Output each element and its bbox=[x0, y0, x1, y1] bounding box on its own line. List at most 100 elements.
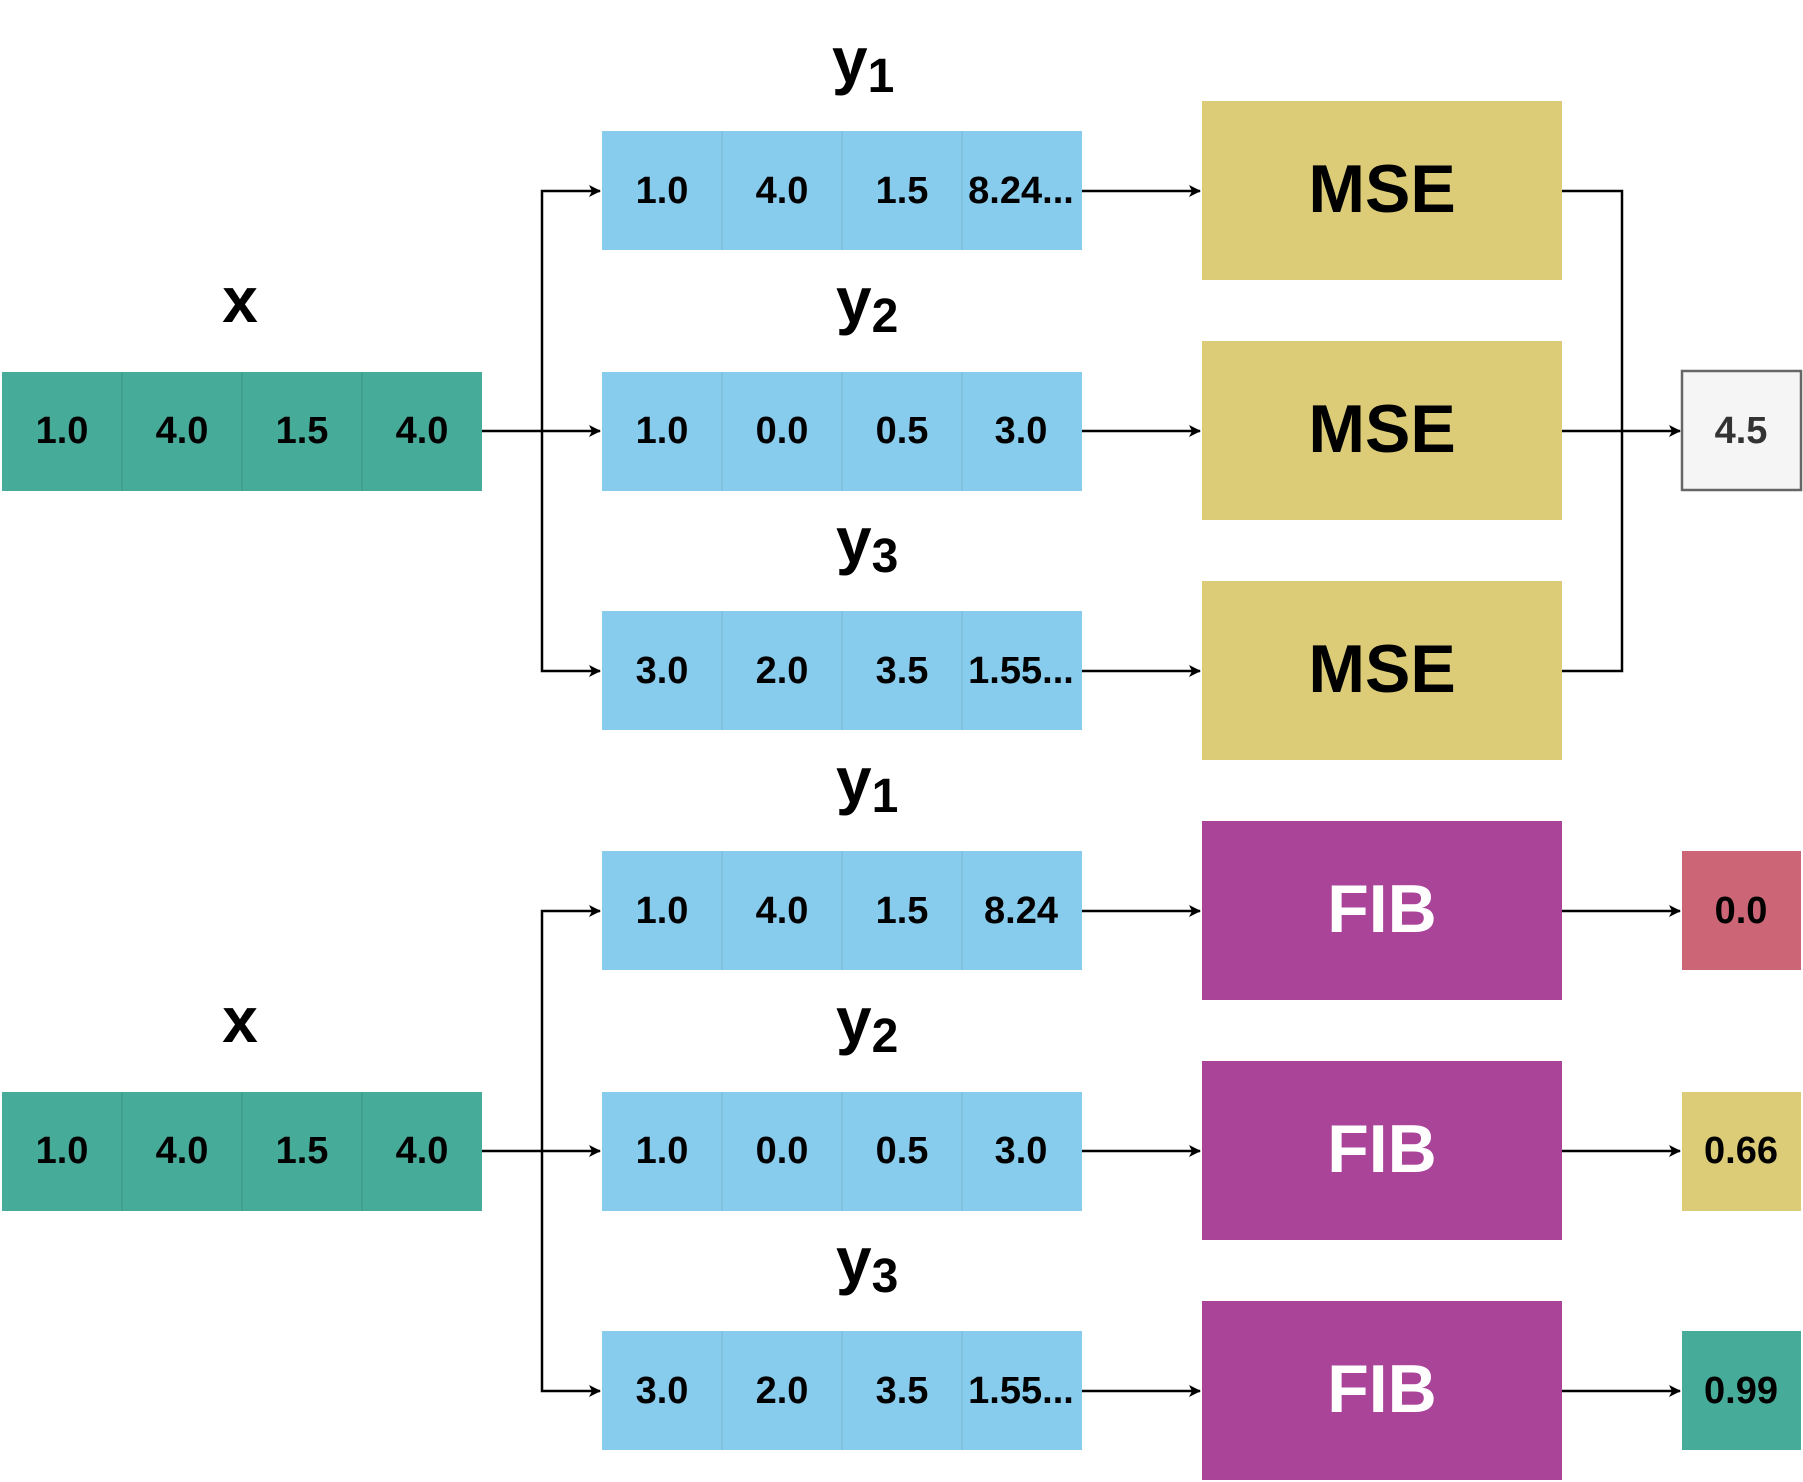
target-value: 1.0 bbox=[636, 170, 689, 212]
target-value: 3.0 bbox=[995, 1130, 1048, 1172]
fib-result-box bbox=[1682, 851, 1801, 970]
target-cell bbox=[962, 1331, 1082, 1450]
target-cell bbox=[962, 611, 1082, 730]
target-value: 0.0 bbox=[756, 410, 809, 452]
target-label: y2 bbox=[836, 264, 898, 343]
target-cell bbox=[962, 851, 1082, 970]
input-value: 1.5 bbox=[276, 410, 329, 452]
target-cell bbox=[962, 1092, 1082, 1211]
input-cell bbox=[362, 372, 482, 491]
target-label: y3 bbox=[836, 1224, 898, 1303]
mse-box-label: MSE bbox=[1308, 391, 1455, 467]
target-value: 0.5 bbox=[876, 410, 929, 452]
target-cell bbox=[722, 1092, 842, 1211]
input-cell bbox=[122, 372, 242, 491]
target-cell bbox=[842, 1092, 962, 1211]
mse-box bbox=[1202, 341, 1562, 520]
target-label: y1 bbox=[836, 744, 898, 823]
target-vector: 1.0 0.0 0.5 3.0 bbox=[602, 1092, 1082, 1211]
input-value: 1.0 bbox=[36, 1130, 89, 1172]
fib-box-label: FIB bbox=[1327, 1351, 1437, 1427]
target-vector: 3.0 2.0 3.5 1.55... bbox=[602, 1331, 1082, 1450]
target-value: 3.5 bbox=[876, 1370, 929, 1412]
target-cell bbox=[722, 851, 842, 970]
input-cell bbox=[2, 372, 122, 491]
target-label: y2 bbox=[836, 984, 898, 1063]
target-value: 8.24 bbox=[984, 890, 1058, 932]
target-vector: 1.0 0.0 0.5 3.0 bbox=[602, 372, 1082, 491]
mse-result-value: 4.5 bbox=[1715, 410, 1768, 452]
fib-result-box bbox=[1682, 1331, 1801, 1450]
fib-box bbox=[1202, 821, 1562, 1000]
mse-box bbox=[1202, 101, 1562, 280]
target-value: 4.0 bbox=[756, 890, 809, 932]
target-cell bbox=[722, 372, 842, 491]
input-value: 4.0 bbox=[396, 1130, 449, 1172]
mse-box bbox=[1202, 581, 1562, 760]
target-value: 3.0 bbox=[995, 410, 1048, 452]
target-value: 1.55... bbox=[968, 650, 1074, 692]
mse-panel: x 1.0 4.0 1.5 4.0 y1 bbox=[2, 24, 1803, 760]
target-cell bbox=[842, 131, 962, 250]
target-value: 1.55... bbox=[968, 1370, 1074, 1412]
target-label: y3 bbox=[836, 504, 898, 583]
to-result-arrows bbox=[1562, 905, 1681, 1397]
mse-box-label: MSE bbox=[1308, 151, 1455, 227]
target-cell bbox=[842, 611, 962, 730]
fib-box bbox=[1202, 1301, 1562, 1480]
target-value: 1.0 bbox=[636, 890, 689, 932]
input-vector: 1.0 4.0 1.5 4.0 bbox=[2, 1092, 482, 1211]
input-label: x bbox=[222, 264, 258, 336]
branch-connectors bbox=[482, 905, 601, 1397]
target-cell bbox=[602, 131, 722, 250]
input-value: 1.0 bbox=[36, 410, 89, 452]
input-value: 4.0 bbox=[156, 410, 209, 452]
input-value: 4.0 bbox=[396, 410, 449, 452]
target-value: 1.5 bbox=[876, 890, 929, 932]
target-cell bbox=[722, 611, 842, 730]
target-value: 0.5 bbox=[876, 1130, 929, 1172]
target-vector: 1.0 4.0 1.5 8.24... bbox=[602, 131, 1082, 250]
target-value: 3.5 bbox=[876, 650, 929, 692]
target-cell bbox=[602, 851, 722, 970]
input-label: x bbox=[222, 984, 258, 1056]
target-cell bbox=[602, 1092, 722, 1211]
target-value: 4.0 bbox=[756, 170, 809, 212]
fib-panel: x 1.0 4.0 1.5 4.0 y1 bbox=[2, 744, 1801, 1480]
input-cell bbox=[122, 1092, 242, 1211]
fib-result-value: 0.66 bbox=[1704, 1130, 1778, 1172]
target-value: 0.0 bbox=[756, 1130, 809, 1172]
target-cell bbox=[602, 611, 722, 730]
fib-result-box bbox=[1682, 1092, 1801, 1211]
target-cell bbox=[602, 372, 722, 491]
mse-result-box bbox=[1680, 369, 1803, 492]
input-cell bbox=[2, 1092, 122, 1211]
to-loss-arrows bbox=[1082, 185, 1201, 677]
target-cell bbox=[842, 372, 962, 491]
input-value: 1.5 bbox=[276, 1130, 329, 1172]
merge-connectors bbox=[1562, 189, 1681, 673]
target-value: 8.24... bbox=[968, 170, 1074, 212]
target-cell bbox=[962, 131, 1082, 250]
target-vector: 1.0 4.0 1.5 8.24 bbox=[602, 851, 1082, 970]
input-cell bbox=[362, 1092, 482, 1211]
target-value: 3.0 bbox=[636, 650, 689, 692]
target-cell bbox=[602, 1331, 722, 1450]
target-value: 1.0 bbox=[636, 1130, 689, 1172]
input-cell bbox=[242, 1092, 362, 1211]
target-vector: 3.0 2.0 3.5 1.55... bbox=[602, 611, 1082, 730]
input-cell bbox=[242, 372, 362, 491]
target-cell bbox=[842, 1331, 962, 1450]
fib-result-value: 0.0 bbox=[1715, 890, 1768, 932]
to-loss-arrows bbox=[1082, 905, 1201, 1397]
target-label: y1 bbox=[832, 24, 894, 103]
target-cell bbox=[722, 1331, 842, 1450]
target-cell bbox=[722, 131, 842, 250]
branch-connectors bbox=[482, 185, 601, 677]
target-cell bbox=[962, 372, 1082, 491]
target-value: 1.0 bbox=[636, 410, 689, 452]
target-value: 1.5 bbox=[876, 170, 929, 212]
mse-box-label: MSE bbox=[1308, 631, 1455, 707]
target-value: 3.0 bbox=[636, 1370, 689, 1412]
